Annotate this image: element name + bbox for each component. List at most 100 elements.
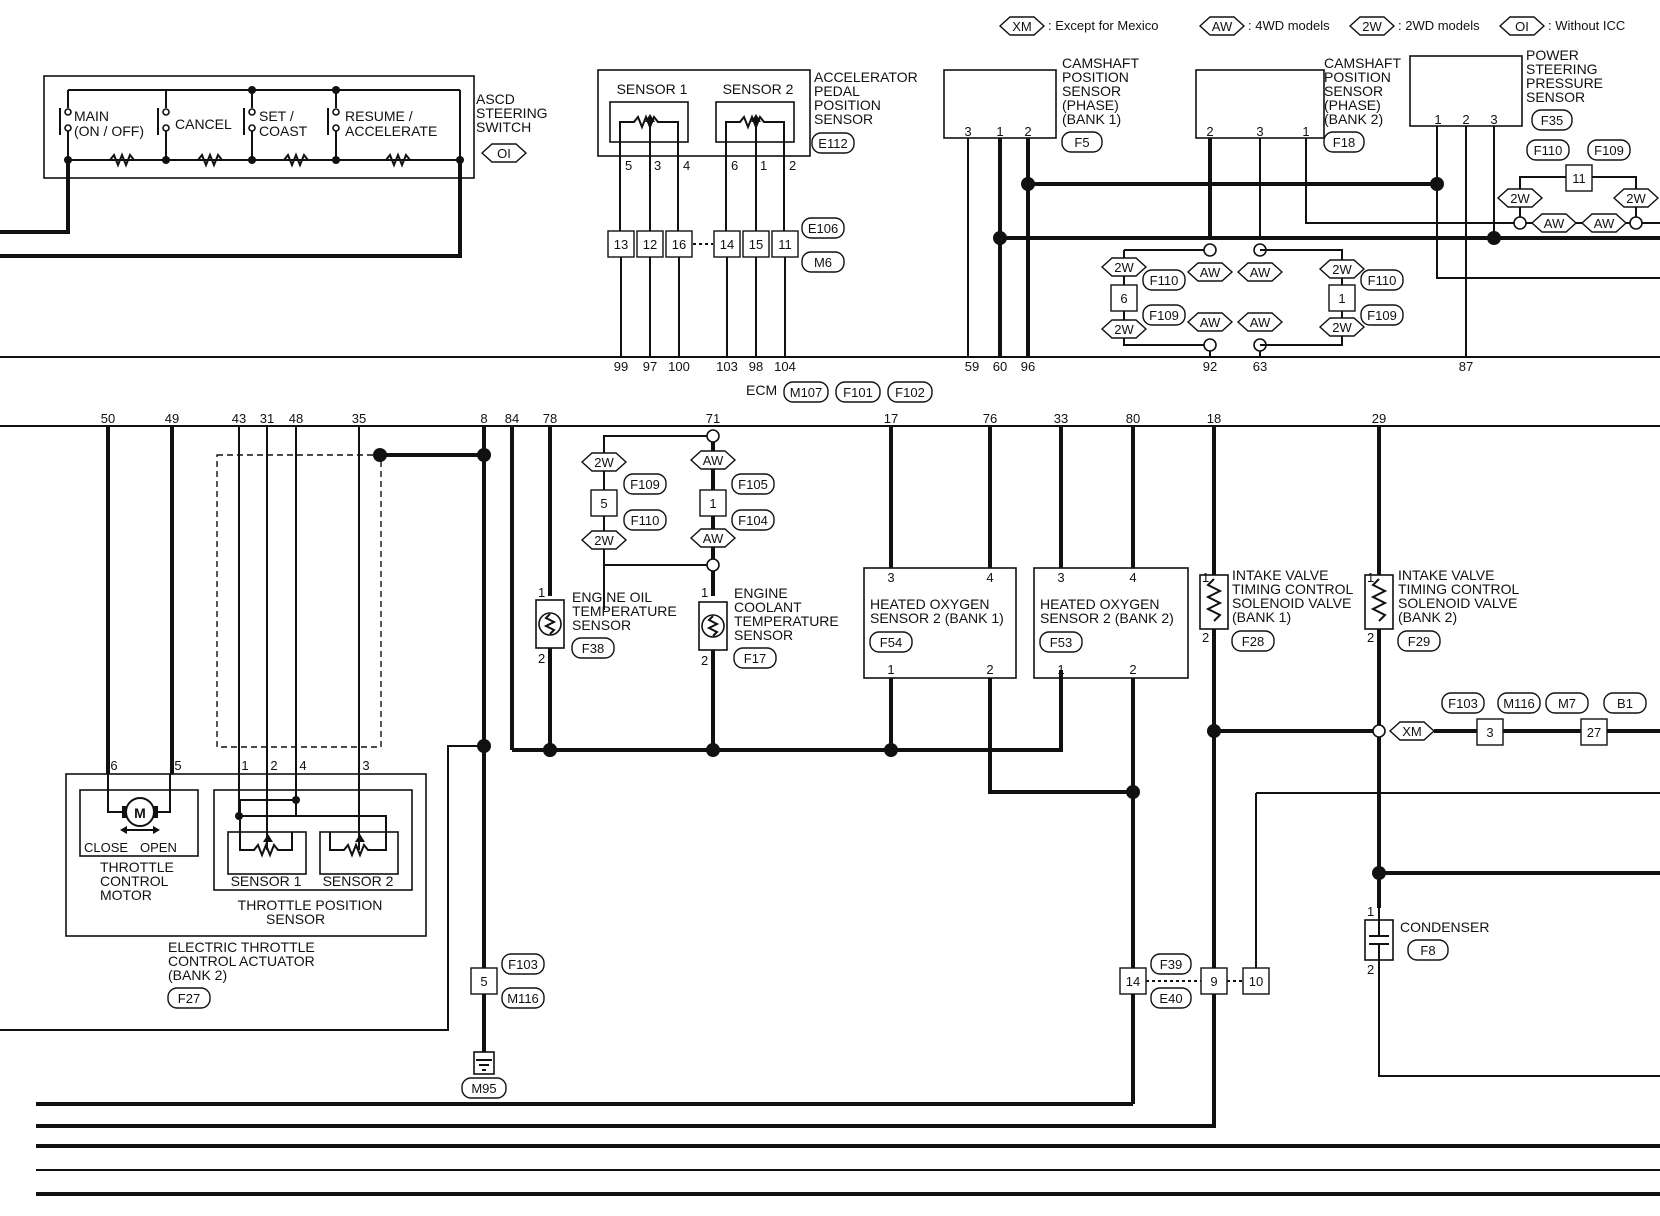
cmp1-title: CAMSHAFT: [1062, 55, 1139, 71]
ecm-pin: 8: [480, 411, 487, 426]
ecm-pin: 99: [614, 359, 628, 374]
joint-6: 6 2W 2W F110 F109: [1100, 250, 1210, 346]
camshaft-position-sensor-bank1: 3 1 2 CAMSHAFT POSITION SENSOR (PHASE) (…: [943, 55, 1139, 153]
app-joint-pin: 13: [614, 237, 628, 252]
intake-valve-timing-solenoid-bank2: 1 2 INTAKE VALVE TIMING CONTROL SOLENOID…: [1364, 426, 1520, 725]
xm-joint-connector: M116: [1503, 696, 1535, 711]
joint-11-tag-aw: AW: [1594, 216, 1615, 231]
ect-title: COOLANT: [734, 599, 802, 615]
ground-joint-pin: 5: [480, 974, 487, 989]
ecm-pin: 80: [1126, 411, 1140, 426]
switch-main-label: (ON / OFF): [74, 123, 144, 139]
app-joint-connector: E106: [808, 221, 838, 236]
legend-text-2w: : 2WD models: [1398, 18, 1480, 33]
ivt1-title: INTAKE VALVE: [1232, 567, 1328, 583]
psp-pin: 2: [1462, 112, 1469, 127]
app-pin: 6: [731, 158, 738, 173]
cmp2-title: (PHASE): [1324, 97, 1381, 113]
switch-main-label: MAIN: [74, 108, 109, 124]
joint-11-connector: F109: [1594, 143, 1624, 158]
ho2s2-pin: 3: [1057, 570, 1064, 585]
ect-left-tag-2w: 2W: [594, 533, 614, 548]
ecm-pin: 96: [1021, 359, 1035, 374]
cmp1-title: (BANK 1): [1062, 111, 1121, 127]
intake-valve-timing-solenoid-bank1: 1 2 INTAKE VALVE TIMING CONTROL SOLENOID…: [1199, 426, 1354, 968]
eot-title: SENSOR: [572, 617, 631, 633]
ivt2-title: (BANK 2): [1398, 609, 1457, 625]
app-pin: 3: [654, 158, 661, 173]
ground-circuit: 5 F103 M116 M95: [0, 426, 545, 1099]
ecm-pin: 84: [505, 411, 519, 426]
ecm-pin: 104: [774, 359, 796, 374]
ivt2-pin: 2: [1367, 630, 1374, 645]
joint-6-connector: F110: [1150, 273, 1179, 288]
ecm-pin: 17: [884, 411, 898, 426]
ecm-pin: 33: [1054, 411, 1068, 426]
eot-connector: F38: [582, 641, 604, 656]
condenser-pin: 1: [1367, 904, 1374, 919]
actuator-connector: F27: [178, 991, 200, 1006]
bottom-bus: [36, 1102, 1660, 1196]
joint-6-connector: F109: [1149, 308, 1179, 323]
condenser-pin: 2: [1367, 962, 1374, 977]
cmp1-pin: 1: [996, 124, 1003, 139]
cmp2-pin: 2: [1206, 124, 1213, 139]
ecm-pin: 29: [1372, 411, 1386, 426]
ecm-pin: 50: [101, 411, 115, 426]
actuator-label: CONTROL ACTUATOR: [168, 953, 315, 969]
joint-1-top-tag-2w: 2W: [1332, 262, 1352, 277]
legend-text-aw: : 4WD models: [1248, 18, 1330, 33]
legend-code-oi: OI: [1515, 19, 1529, 34]
ho2s2-pin: 4: [1129, 570, 1136, 585]
cmp1-title: (PHASE): [1062, 97, 1119, 113]
bottom-joint-pin: 10: [1249, 974, 1263, 989]
actuator-pin: 1: [241, 758, 248, 773]
cmp2-pin: 1: [1302, 124, 1309, 139]
app-pin: 1: [760, 158, 767, 173]
app-title: PEDAL: [814, 83, 860, 99]
ecm-pin: 31: [260, 411, 274, 426]
bottom-joint-connector: E40: [1159, 991, 1182, 1006]
cmp1-pin: 2: [1024, 124, 1031, 139]
joint-6-tag-2w: 2W: [1114, 260, 1134, 275]
ho2s2-pin: 1: [1057, 662, 1064, 677]
app-joint-connector: M6: [814, 255, 832, 270]
joint-1-top: 1 2W 2W F110 F109: [1260, 249, 1404, 346]
ecm-bottom-pins: 50 49 43 31 48 35 8 84 78 71 17 76 33 80…: [101, 411, 1386, 426]
tps-label: THROTTLE POSITION: [238, 897, 383, 913]
joint-6-pin: 6: [1120, 291, 1127, 306]
app-joint-pin: 16: [672, 237, 686, 252]
xm-joint-connector: F103: [1448, 696, 1478, 711]
ecm-pin: 76: [983, 411, 997, 426]
motor-label: CONTROL: [100, 873, 169, 889]
bottom-joint: 14 9 10 F39 E40: [36, 792, 1660, 1128]
ect-joint-right-pin: 1: [709, 496, 716, 511]
ect-left-tag-2w: 2W: [594, 455, 614, 470]
ho2s1-pin: 4: [986, 570, 993, 585]
ho2s2-title: HEATED OXYGEN: [1040, 596, 1160, 612]
ecm-pin: 43: [232, 411, 246, 426]
ecm-band: ECM M107 F101 F102: [0, 356, 1660, 427]
app-joint-pin: 12: [643, 237, 657, 252]
actuator-pin: 5: [174, 758, 181, 773]
ascd-title: STEERING: [476, 105, 548, 121]
motor-close-label: CLOSE: [84, 840, 128, 855]
ground-joint-connector: M116: [507, 991, 539, 1006]
tps-sensor1-label: SENSOR 1: [231, 873, 302, 889]
legend-code-2w: 2W: [1362, 19, 1382, 34]
app-joint-pin: 11: [778, 237, 792, 252]
heated-oxygen-sensor-bank1: 3 4 HEATED OXYGEN SENSOR 2 (BANK 1) F54 …: [863, 426, 1133, 794]
ecm-pin: 48: [289, 411, 303, 426]
cmp2-connector: F18: [1333, 135, 1355, 150]
ect-joint-left-pin: 5: [600, 496, 607, 511]
ecm-pin: 35: [352, 411, 366, 426]
bottom-joint-connector: F39: [1160, 957, 1182, 972]
ivt1-pin: 1: [1202, 570, 1209, 585]
joint-11-connector: F110: [1534, 143, 1563, 158]
psp-connector: F35: [1541, 113, 1563, 128]
cmp2-aw-tag: AW: [1200, 315, 1221, 330]
joint-1-top-tag-2w: 2W: [1332, 320, 1352, 335]
app-wires: [619, 142, 786, 357]
ivt2-title: INTAKE VALVE: [1398, 567, 1494, 583]
